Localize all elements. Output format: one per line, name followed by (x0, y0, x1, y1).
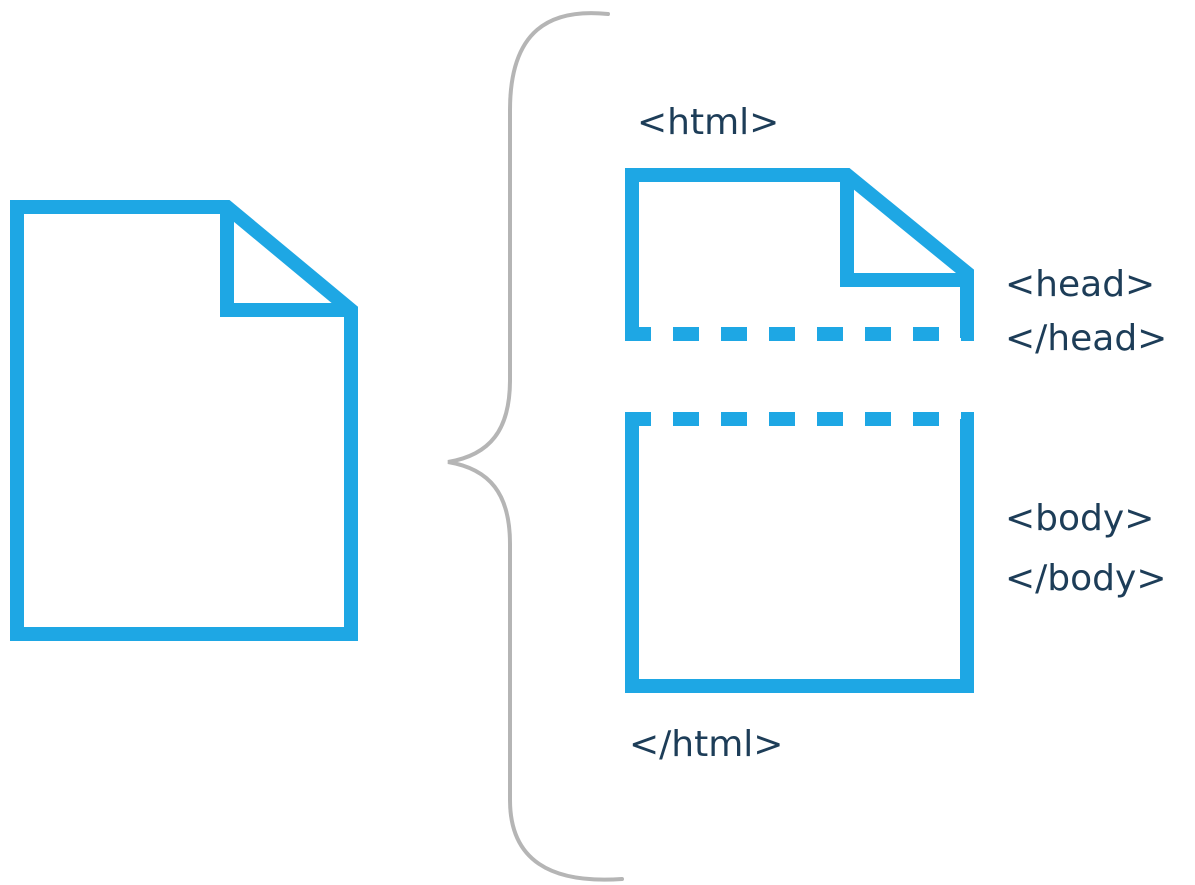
head-section-icon (625, 168, 974, 341)
html-open-label: <html> (637, 102, 779, 143)
head-open-label: <head> (1005, 264, 1155, 305)
whole-document-icon (10, 200, 358, 641)
body-section-icon (625, 412, 974, 693)
body-close-label: </body> (1005, 558, 1167, 599)
body-open-label: <body> (1005, 498, 1154, 539)
curly-brace (447, 11, 624, 882)
html-close-label: </html> (629, 724, 783, 765)
head-close-label: </head> (1005, 318, 1167, 359)
